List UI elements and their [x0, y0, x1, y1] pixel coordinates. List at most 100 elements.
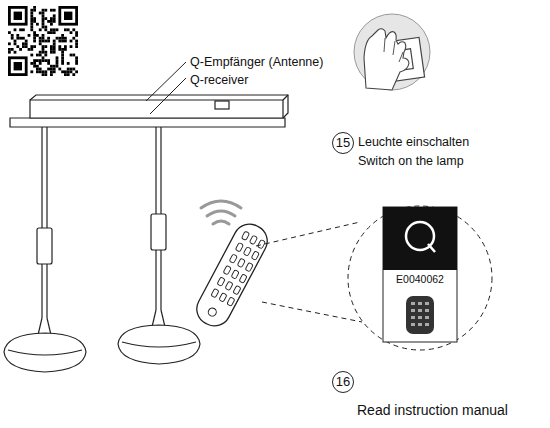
qr-module — [42, 37, 45, 40]
qr-module — [53, 65, 56, 68]
remote-button — [418, 323, 422, 326]
qr-module — [61, 70, 64, 73]
qr-module — [8, 48, 11, 51]
qr-module — [64, 73, 67, 76]
qr-module — [50, 17, 53, 20]
qr-module — [39, 51, 42, 54]
qr-module — [22, 37, 25, 40]
qr-module — [22, 28, 25, 31]
qr-module — [53, 31, 56, 34]
qr-module — [47, 37, 50, 40]
qr-module — [11, 48, 14, 51]
wireless-waves — [201, 201, 241, 224]
qr-module — [53, 48, 56, 51]
remote-button — [418, 309, 422, 312]
remote-button — [257, 239, 265, 248]
callout-number: 15 — [336, 136, 350, 151]
qr-module — [14, 40, 17, 43]
qr-module — [58, 40, 61, 43]
qr-module — [33, 9, 36, 12]
qr-module — [42, 40, 45, 43]
qr-module — [72, 37, 75, 40]
qr-module — [61, 59, 64, 62]
qr-module — [44, 59, 47, 62]
qr-module — [50, 68, 53, 71]
qr-module — [61, 34, 64, 37]
qr-code — [8, 6, 78, 76]
qr-module — [44, 54, 47, 57]
qr-module — [14, 51, 17, 54]
qr-module — [47, 40, 50, 43]
qr-module — [61, 54, 64, 57]
qr-module — [75, 42, 78, 45]
qr-module — [53, 45, 56, 48]
qr-module — [39, 59, 42, 62]
qr-module — [75, 62, 78, 65]
qr-module — [64, 45, 67, 48]
ceiling-bar — [10, 95, 288, 127]
qr-module — [50, 65, 53, 68]
remote-button — [219, 293, 227, 302]
qr-module — [30, 54, 33, 57]
qr-finder — [9, 7, 26, 24]
qr-module — [44, 9, 47, 12]
remote-button — [237, 258, 245, 267]
qr-module — [39, 54, 42, 57]
remote-button — [217, 277, 225, 286]
qr-module — [42, 45, 45, 48]
qr-module — [39, 62, 42, 65]
qr-module — [50, 48, 53, 51]
qr-module — [50, 20, 53, 23]
remote-button — [425, 316, 429, 319]
qr-module — [47, 68, 50, 71]
qr-module — [36, 59, 39, 62]
qr-module — [58, 68, 61, 71]
qr-module — [72, 54, 75, 57]
remote-button — [229, 254, 237, 263]
remote-button — [411, 309, 415, 312]
pendant-left — [4, 127, 86, 372]
qr-module — [28, 48, 31, 51]
qr-module — [75, 34, 78, 37]
remote-button — [243, 247, 251, 256]
qr-module — [36, 70, 39, 73]
qr-module — [30, 62, 33, 65]
qr-module — [42, 73, 45, 76]
qr-module — [50, 73, 53, 76]
qr-module — [56, 62, 59, 65]
qr-module — [56, 28, 59, 31]
qr-finder — [60, 7, 77, 24]
qr-module — [64, 70, 67, 73]
qr-module — [8, 51, 11, 54]
qr-module — [25, 45, 28, 48]
qr-module — [33, 40, 36, 43]
remote-button — [411, 316, 415, 319]
qr-module — [33, 6, 36, 9]
qr-module — [44, 26, 47, 29]
qr-module — [30, 23, 33, 26]
qr-module — [33, 62, 36, 65]
qr-module — [33, 45, 36, 48]
qr-module — [53, 9, 56, 12]
qr-module — [33, 65, 36, 68]
remote-button — [233, 285, 241, 294]
pendant-right — [118, 127, 200, 364]
qr-module — [30, 12, 33, 15]
qr-module — [33, 20, 36, 23]
remote-button — [425, 302, 429, 305]
qr-module — [33, 17, 36, 20]
zoom-callout — [256, 206, 492, 350]
qr-module — [64, 40, 67, 43]
remote-button — [249, 235, 257, 244]
qr-module — [56, 37, 59, 40]
qr-module — [16, 37, 19, 40]
qr-module — [72, 28, 75, 31]
qr-module — [42, 51, 45, 54]
qr-module — [75, 31, 78, 34]
qr-module — [16, 45, 19, 48]
remote-button — [231, 270, 239, 279]
qr-module — [50, 9, 53, 12]
qr-module — [70, 40, 73, 43]
qr-module — [64, 37, 67, 40]
